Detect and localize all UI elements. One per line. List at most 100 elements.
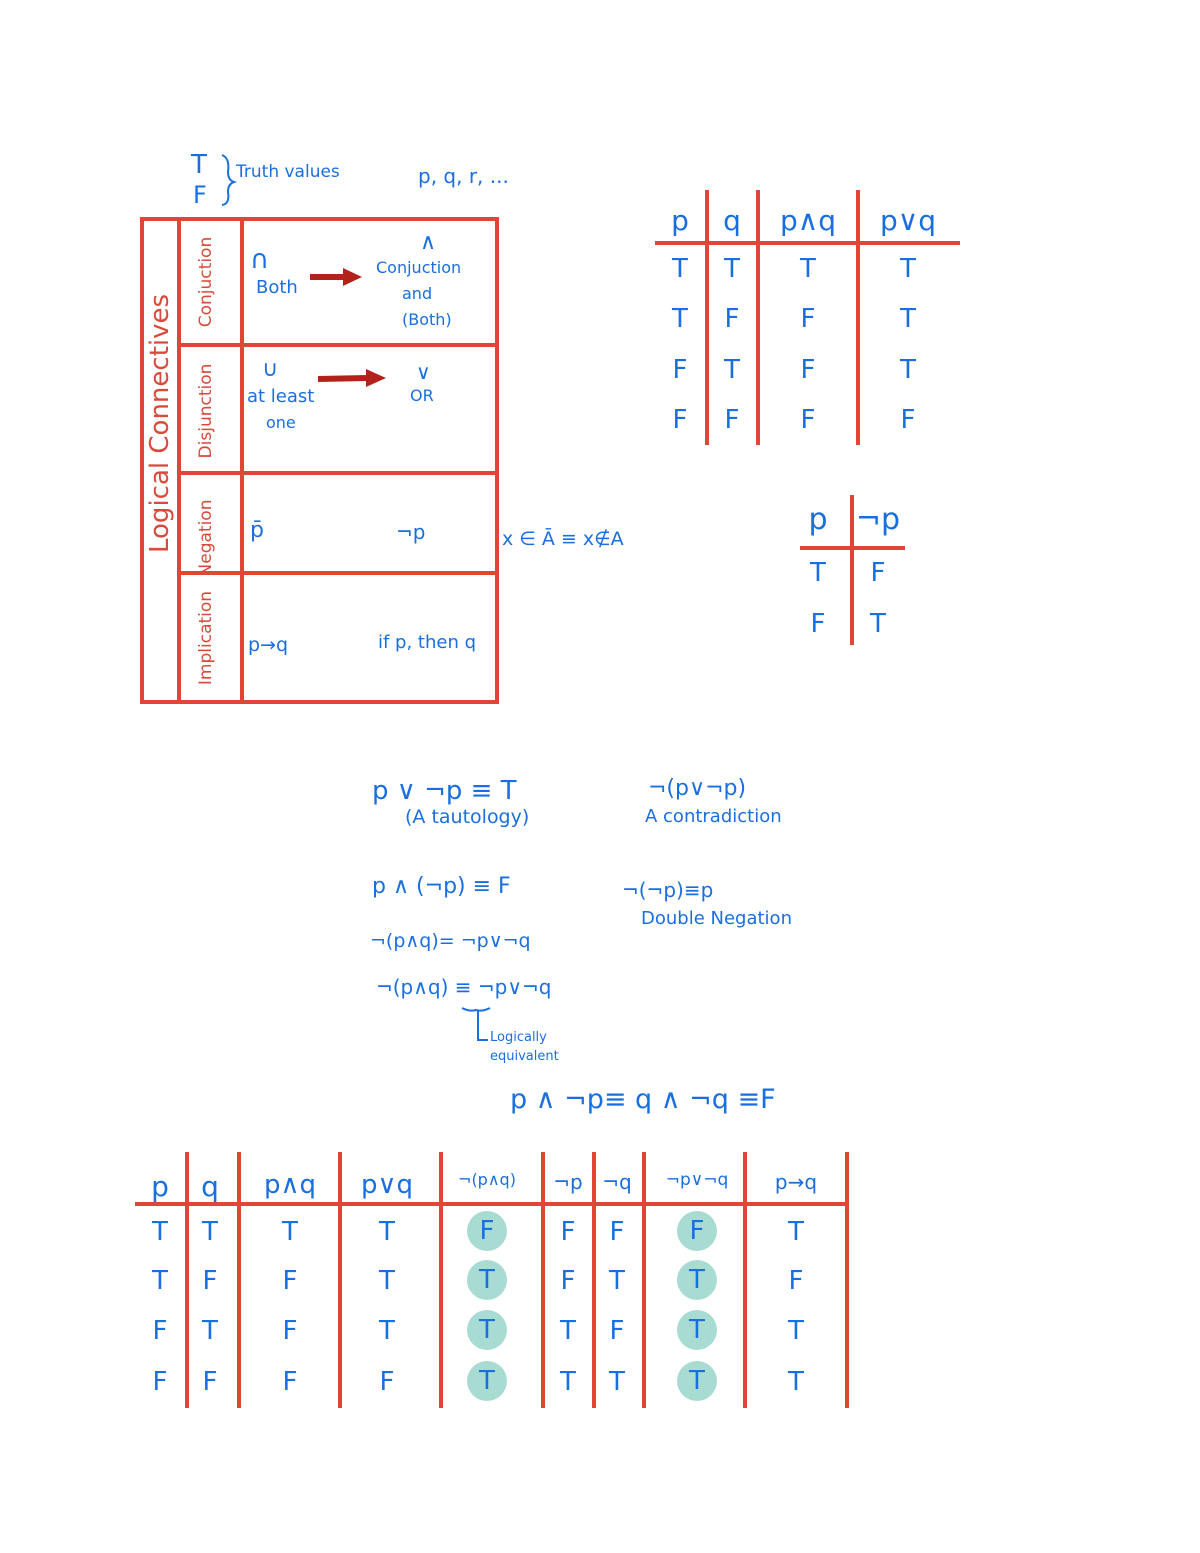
table-big-cell-highlighted: T — [467, 1310, 507, 1350]
or-symbol: ∨ — [416, 360, 431, 384]
double-negation-note: Double Negation — [641, 908, 792, 929]
table-big-cell: F — [379, 1367, 395, 1397]
table-big-cell: F — [560, 1266, 576, 1296]
table-neg-cell: T — [870, 609, 886, 639]
table-big-cell: T — [609, 1367, 625, 1397]
table-big-cell-highlighted: F — [677, 1211, 717, 1251]
table-pq-cell: F — [724, 405, 740, 435]
table-big-cell: T — [202, 1217, 218, 1247]
table-pq-cell: T — [900, 254, 916, 284]
table-pq-header: p∨q — [879, 204, 937, 237]
table-big-header: q — [201, 1170, 219, 1203]
table-big-header: p — [151, 1170, 169, 1203]
table-big-header: ¬q — [602, 1170, 632, 1194]
table-pq-cell: F — [800, 304, 816, 334]
table-big-cell: T — [379, 1266, 395, 1296]
table-neg-cell: F — [810, 609, 826, 639]
logical-connectives-label: Logical Connectives — [145, 293, 175, 553]
table-big-header: ¬p — [553, 1170, 583, 1194]
implication-symbol: p→q — [248, 634, 289, 656]
logically-label: Logically — [490, 1030, 547, 1045]
one-label: one — [266, 413, 296, 432]
row-name-disjunction: Disjunction — [196, 363, 216, 459]
table-pq-cell: T — [724, 254, 740, 284]
table-big-cell-highlighted: F — [467, 1211, 507, 1251]
and-label: and — [402, 284, 433, 303]
truth-f: F — [193, 181, 207, 209]
table-big-cell: F — [202, 1266, 218, 1296]
table-big-cell: T — [560, 1367, 576, 1397]
pbar-symbol: p̄ — [250, 518, 264, 543]
tautology-note: (A tautology) — [405, 806, 530, 828]
tautology-identity: p ∨ ¬p ≡ T — [372, 776, 517, 806]
table-big-cell: T — [379, 1316, 395, 1346]
table-big-cell: T — [609, 1266, 625, 1296]
intersection-symbol: ∩ — [250, 245, 270, 275]
pq-contradiction-identity: p ∧ ¬p≡ q ∧ ¬q ≡F — [510, 1084, 776, 1115]
variables-label: p, q, r, ... — [418, 164, 509, 188]
table-pq-cell: F — [724, 304, 740, 334]
table-big-cell: F — [152, 1316, 168, 1346]
table-pq-cell: T — [672, 304, 688, 334]
table-pq-cell: F — [800, 405, 816, 435]
table-big-cell: F — [282, 1266, 298, 1296]
table-big-cell: F — [788, 1266, 804, 1296]
and-symbol: ∧ — [420, 230, 437, 255]
row-name-negation: Negation — [196, 499, 216, 577]
table-big-cell: T — [788, 1316, 804, 1346]
table-pq-cell: T — [900, 304, 916, 334]
table-big-cell: T — [202, 1316, 218, 1346]
table-big-cell-highlighted: T — [677, 1361, 717, 1401]
truth-t: T — [191, 150, 207, 180]
de-morgan-identity-2: ¬(p∧q) ≡ ¬p∨¬q — [376, 975, 552, 999]
table-big-cell: T — [152, 1217, 168, 1247]
table-big-header: ¬p∨¬q — [665, 1170, 729, 1190]
table-big-cell: F — [560, 1217, 576, 1247]
table-neg-cell: F — [870, 558, 886, 588]
row-name-implication: Implication — [196, 590, 216, 686]
table-pq-cell: T — [672, 254, 688, 284]
table-pq-header: p∧q — [779, 204, 837, 237]
table-big-cell-highlighted: T — [467, 1361, 507, 1401]
table-big-cell: F — [282, 1316, 298, 1346]
if-then-label: if p, then q — [378, 632, 477, 653]
equivalent-label: equivalent — [490, 1049, 559, 1064]
both-label: Both — [256, 277, 298, 298]
table-big-header: ¬(p∧q) — [458, 1170, 516, 1189]
double-negation-identity: ¬(¬p)≡p — [622, 878, 714, 902]
table-neg-cell: T — [810, 558, 826, 588]
table-big-header: p∨q — [360, 1170, 414, 1200]
at-least-label: at least — [247, 386, 315, 407]
table-big-cell: T — [152, 1266, 168, 1296]
table-pq-header: p — [671, 204, 689, 237]
complement-note: x ∈ Ā ≡ x∉A — [502, 528, 624, 550]
table-big-cell: T — [282, 1217, 298, 1247]
table-big-cell-highlighted: T — [677, 1260, 717, 1300]
conjuction-label: Conjuction — [376, 258, 462, 277]
table-neg-header: ¬p — [855, 502, 901, 537]
table-big-cell: F — [202, 1367, 218, 1397]
table-pq-cell: F — [672, 355, 688, 385]
not-p-symbol: ¬p — [396, 520, 426, 544]
de-morgan-identity-1: ¬(p∧q)= ¬p∨¬q — [370, 930, 531, 952]
table-pq-cell: T — [800, 254, 816, 284]
table-big-cell-highlighted: T — [677, 1310, 717, 1350]
table-pq-header: q — [723, 204, 741, 237]
and-negation-identity: p ∧ (¬p) ≡ F — [372, 874, 511, 899]
table-pq-cell: T — [724, 355, 740, 385]
table-pq-cell: T — [900, 355, 916, 385]
table-big-header: p∧q — [263, 1170, 317, 1200]
table-pq-cell: F — [900, 405, 916, 435]
table-big-cell: T — [788, 1367, 804, 1397]
or-label: OR — [410, 386, 434, 405]
contradiction-note: A contradiction — [645, 806, 782, 827]
union-symbol: ∪ — [262, 357, 279, 382]
table-pq-cell: F — [672, 405, 688, 435]
table-big-cell: F — [609, 1316, 625, 1346]
table-big-cell: F — [152, 1367, 168, 1397]
truth-values-label: Truth values — [236, 162, 340, 182]
table-pq-cell: F — [800, 355, 816, 385]
table-big-cell: F — [282, 1367, 298, 1397]
both-paren-label: (Both) — [402, 310, 452, 329]
